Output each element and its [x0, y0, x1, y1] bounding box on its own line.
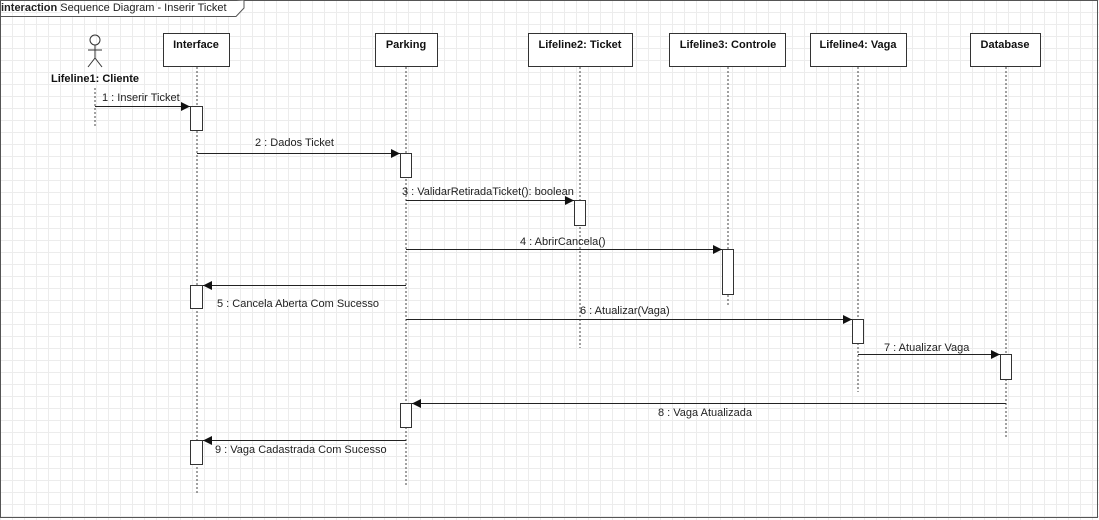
- activation-interface-1[interactable]: [190, 106, 203, 131]
- lifeline-vaga[interactable]: Lifeline4: Vaga: [810, 33, 907, 393]
- message-7-label: 7 : Atualizar Vaga: [884, 342, 970, 354]
- message-8-label: 8 : Vaga Atualizada: [658, 407, 753, 419]
- activation-interface-2[interactable]: [190, 285, 203, 309]
- message-1-label: 1 : Inserir Ticket: [102, 92, 180, 104]
- lifeline-parking[interactable]: Parking: [375, 33, 438, 488]
- lifeline-ticket-box: [528, 33, 633, 67]
- message-9-label: 9 : Vaga Cadastrada Com Sucesso: [215, 444, 387, 456]
- message-6-arrowhead: [843, 315, 852, 324]
- message-9-arrowhead: [203, 436, 212, 445]
- message-3-label: 3 : ValidarRetiradaTicket(): boolean: [402, 186, 574, 198]
- lifeline-controle-box: [669, 33, 786, 67]
- lifeline-controle[interactable]: Lifeline3: Controle: [669, 33, 786, 307]
- message-6-label: 6 : Atualizar(Vaga): [580, 305, 670, 317]
- message-3-arrowhead: [565, 196, 574, 205]
- message-5-arrowhead: [203, 281, 212, 290]
- lifeline-database-box: [970, 33, 1041, 67]
- actor-right-leg: [94, 57, 103, 68]
- lifeline-database[interactable]: Database: [970, 33, 1041, 439]
- lifeline-interface-label: Interface: [173, 39, 219, 51]
- message-8-arrowhead: [412, 399, 421, 408]
- message-4-label: 4 : AbrirCancela(): [520, 236, 606, 248]
- actor-head-icon: [89, 34, 101, 46]
- lifeline-interface-box: [163, 33, 230, 67]
- lifeline-controle-label: Lifeline3: Controle: [680, 39, 777, 51]
- message-1-arrowhead: [181, 102, 190, 111]
- lifeline-parking-box: [375, 33, 438, 67]
- activation-parking-1[interactable]: [400, 153, 412, 178]
- lifeline-database-label: Database: [981, 39, 1030, 51]
- message-7-arrowhead: [991, 350, 1000, 359]
- activation-parking-2[interactable]: [400, 403, 412, 428]
- lifeline-parking-label: Parking: [386, 39, 426, 51]
- actor-left-leg: [87, 57, 96, 68]
- frame-tab: [0, 0, 245, 17]
- message-4-arrowhead: [713, 245, 722, 254]
- lifeline-vaga-box: [810, 33, 907, 67]
- message-2-label: 2 : Dados Ticket: [255, 137, 334, 149]
- lifeline-vaga-label: Lifeline4: Vaga: [819, 39, 897, 51]
- activation-controle-1[interactable]: [722, 249, 734, 295]
- activation-interface-3[interactable]: [190, 440, 203, 465]
- message-5-label: 5 : Cancela Aberta Com Sucesso: [217, 298, 379, 310]
- activation-database-1[interactable]: [1000, 354, 1012, 380]
- activation-vaga-1[interactable]: [852, 319, 864, 344]
- message-2-arrowhead: [391, 149, 400, 158]
- lifeline-ticket-label: Lifeline2: Ticket: [539, 39, 622, 51]
- lifeline-interface[interactable]: Interface: [163, 33, 230, 496]
- activation-ticket-1[interactable]: [574, 200, 586, 226]
- actor-label: Lifeline1: Cliente: [51, 73, 139, 85]
- actor-figure[interactable]: [87, 34, 103, 68]
